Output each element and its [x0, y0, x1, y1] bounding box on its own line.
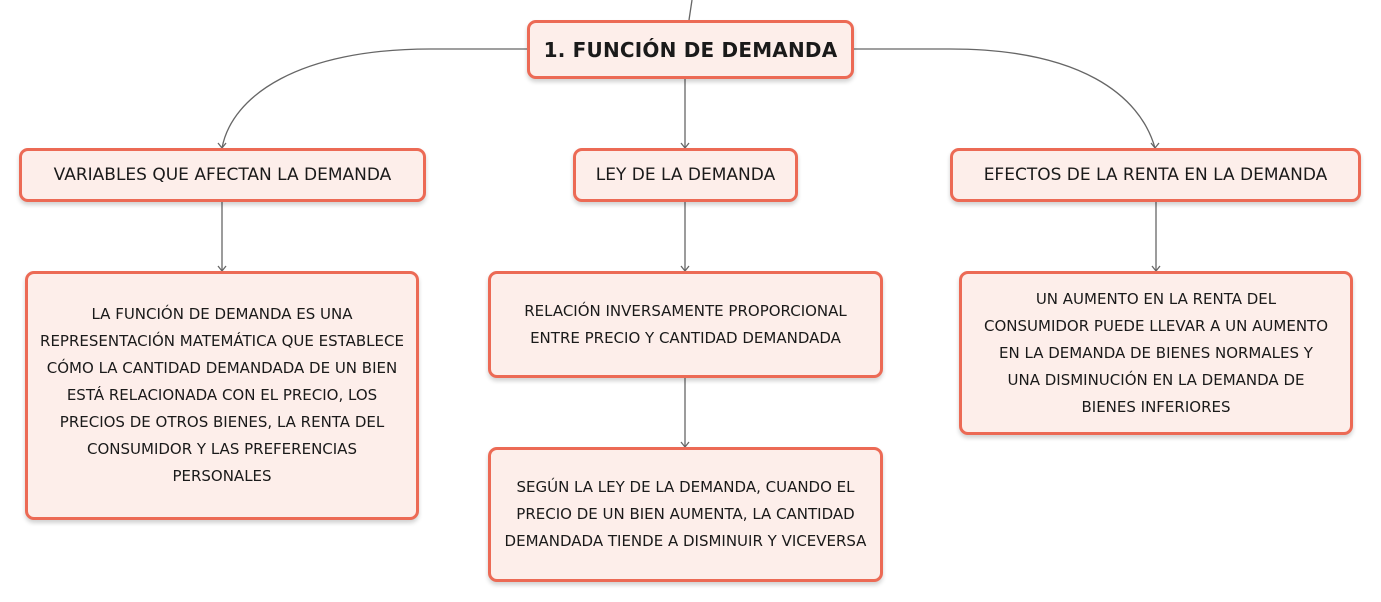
branch-node-ley[interactable]: LEY DE LA DEMANDA: [573, 148, 798, 202]
branch-node-label: VARIABLES QUE AFECTAN LA DEMANDA: [53, 165, 392, 185]
branch-node-label: EFECTOS DE LA RENTA EN LA DEMANDA: [983, 165, 1328, 185]
leaf-node-ley-relation[interactable]: RELACIÓN INVERSAMENTE PROPORCIONAL ENTRE…: [488, 271, 883, 378]
leaf-node-renta-effects[interactable]: UN AUMENTO EN LA RENTA DEL CONSUMIDOR PU…: [959, 271, 1353, 435]
leaf-node-text: UN AUMENTO EN LA RENTA DEL CONSUMIDOR PU…: [984, 289, 1329, 416]
leaf-node-text: LA FUNCIÓN DE DEMANDA ES UNA REPRESENTAC…: [40, 305, 404, 485]
branch-node-renta[interactable]: EFECTOS DE LA RENTA EN LA DEMANDA: [950, 148, 1361, 202]
connector-parent-root: [688, 0, 693, 21]
connector-root-branch-1: [221, 48, 527, 149]
root-node-label: 1. FUNCIÓN DE DEMANDA: [543, 37, 838, 62]
leaf-node-text: SEGÚN LA LEY DE LA DEMANDA, CUANDO EL PR…: [504, 478, 867, 550]
branch-node-label: LEY DE LA DEMANDA: [595, 165, 776, 185]
leaf-node-text: RELACIÓN INVERSAMENTE PROPORCIONAL ENTRE…: [524, 301, 847, 347]
branch-node-variables[interactable]: VARIABLES QUE AFECTAN LA DEMANDA: [19, 148, 426, 202]
leaf-node-ley-explanation[interactable]: SEGÚN LA LEY DE LA DEMANDA, CUANDO EL PR…: [488, 447, 883, 582]
connector-root-branch-3: [854, 48, 1156, 149]
leaf-node-variables-definition[interactable]: LA FUNCIÓN DE DEMANDA ES UNA REPRESENTAC…: [25, 271, 419, 520]
root-node[interactable]: 1. FUNCIÓN DE DEMANDA: [527, 20, 854, 79]
